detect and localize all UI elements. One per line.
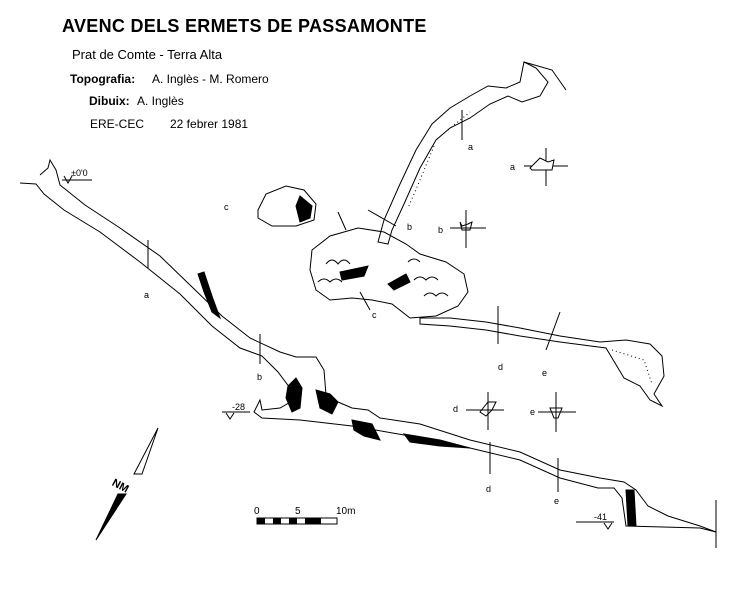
label-e-xsec: e — [530, 407, 535, 417]
dibuix-label: Dibuix: — [89, 94, 130, 108]
profile-section — [19, 158, 717, 548]
label-a-profile: a — [144, 290, 149, 300]
scale-tick-10m: 10m — [336, 506, 355, 517]
rock-fill-lower — [402, 433, 471, 449]
rock-fill-step — [625, 489, 637, 527]
plan-lower-gallery — [419, 317, 665, 408]
plan-inner-texture — [317, 258, 449, 297]
plan-rock-1 — [339, 265, 369, 281]
dibuix-author: A. Inglès — [137, 94, 184, 108]
organization-credit: ERE-CEC — [90, 117, 145, 131]
topografia-label: Topografia: — [70, 72, 136, 86]
label-e-profile: e — [554, 496, 559, 506]
plan-passage-c-fill — [295, 195, 313, 223]
plan-gallery-sediment — [407, 111, 653, 385]
rock-fill-chamber-b2 — [315, 389, 339, 415]
rock-fill-chamber-b — [285, 377, 303, 413]
label-d-plan: d — [498, 362, 503, 372]
survey-date: 22 febrer 1981 — [170, 117, 249, 131]
scale-tick-5: 5 — [295, 506, 301, 517]
plan-cut-c-1 — [337, 211, 347, 231]
rock-fill-floor — [351, 419, 381, 441]
plan-cut-c-2 — [359, 291, 371, 311]
plan-rock-2 — [387, 273, 411, 291]
topografia-authors: A. Inglès - M. Romero — [152, 72, 269, 86]
plan-cut-b-1 — [367, 209, 397, 227]
elevation-bottom: -41 — [594, 512, 607, 522]
plan-main-chamber — [309, 227, 469, 319]
plan-entrance-gallery — [377, 61, 549, 245]
label-b-plan: b — [407, 222, 412, 232]
north-arrow-lower — [95, 493, 127, 541]
elev-tick-top — [62, 175, 92, 185]
xsec-e-cross — [538, 392, 576, 432]
label-a-xsec: a — [510, 162, 515, 172]
survey-title: AVENC DELS ERMETS DE PASSAMONTE — [62, 16, 427, 36]
xsec-b-cross — [450, 210, 486, 248]
plan-entrance-top — [523, 61, 567, 91]
xsec-d-shape — [479, 401, 497, 417]
label-c-left: c — [224, 202, 229, 212]
north-arrow: NM — [95, 427, 159, 541]
label-b-xsec: b — [438, 225, 443, 235]
elev-tick-bottom — [576, 521, 614, 530]
plan-passage-c — [257, 185, 317, 227]
location-subtitle: Prat de Comte - Terra Alta — [72, 47, 223, 62]
elevation-top: ±0'0 — [71, 168, 88, 178]
north-arrow-upper — [133, 427, 159, 475]
north-arrow-label: NM — [110, 477, 131, 496]
label-d-xsec: d — [453, 404, 458, 414]
xsec-a-shape — [529, 157, 555, 171]
label-b-profile: b — [257, 372, 262, 382]
elev-tick-mid — [222, 411, 250, 420]
scale-bar: 0 5 10m — [254, 506, 355, 525]
profile-lower-wall — [19, 182, 717, 533]
label-e-plan: e — [542, 368, 547, 378]
plan-section — [257, 61, 665, 408]
plan-cut-e — [545, 311, 561, 351]
scale-tick-0: 0 — [254, 506, 260, 517]
xsec-b-shape — [459, 221, 473, 231]
xsec-d-cross — [466, 392, 504, 430]
label-d-profile: d — [486, 484, 491, 494]
rock-fill-shaft — [197, 271, 222, 320]
elevation-mid: -28 — [232, 402, 245, 412]
xsec-e-shape — [549, 407, 563, 419]
label-c-plan: c — [372, 310, 377, 320]
cross-sections — [450, 148, 576, 432]
label-a-plan: a — [468, 142, 473, 152]
